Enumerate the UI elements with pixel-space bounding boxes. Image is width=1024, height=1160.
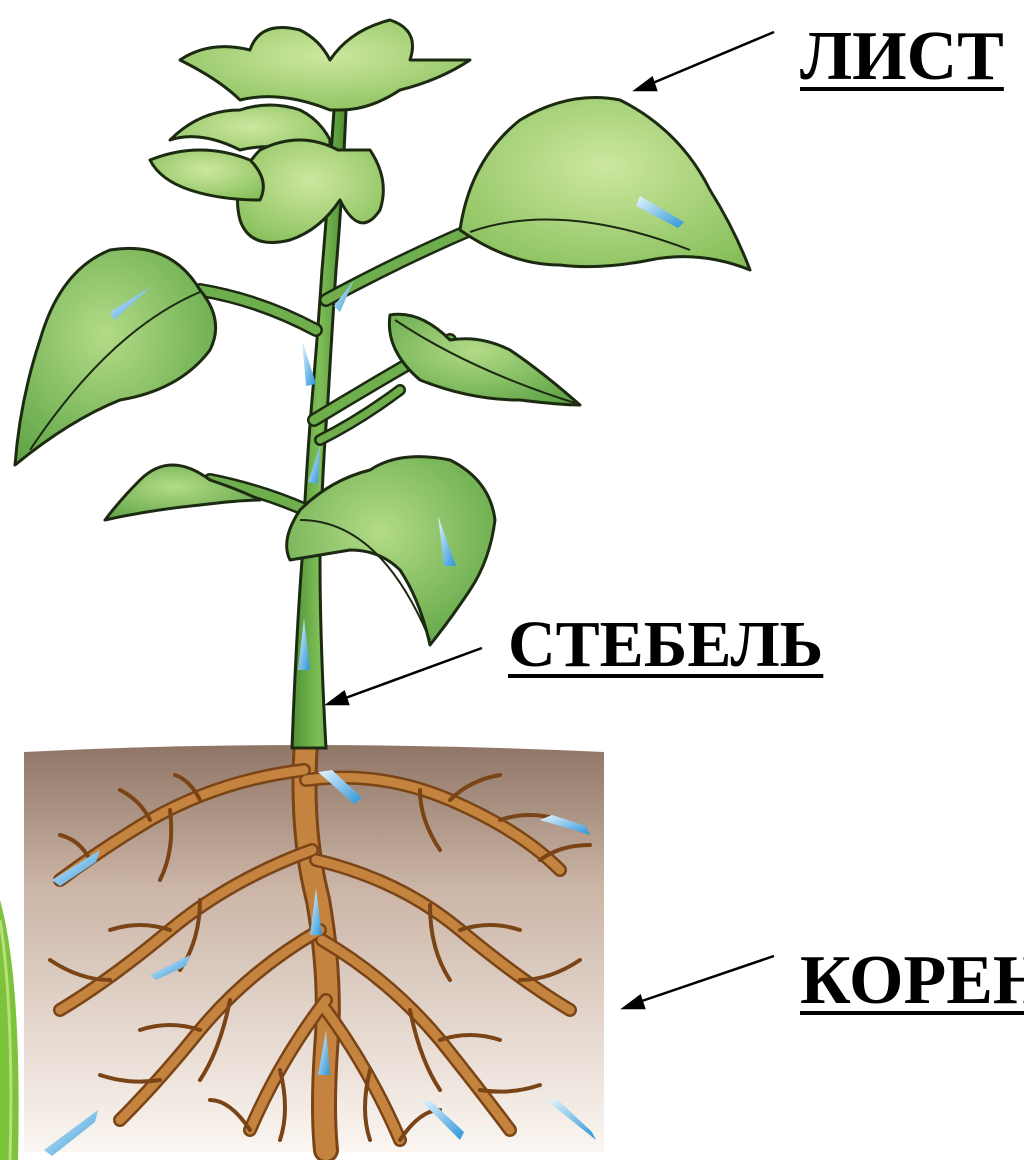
root-label: КОРЕНЬ xyxy=(800,946,1024,1016)
leaf-label: ЛИСТ xyxy=(800,22,1004,92)
leaves xyxy=(15,20,750,645)
stem-label: СТЕБЕЛЬ xyxy=(508,612,823,678)
